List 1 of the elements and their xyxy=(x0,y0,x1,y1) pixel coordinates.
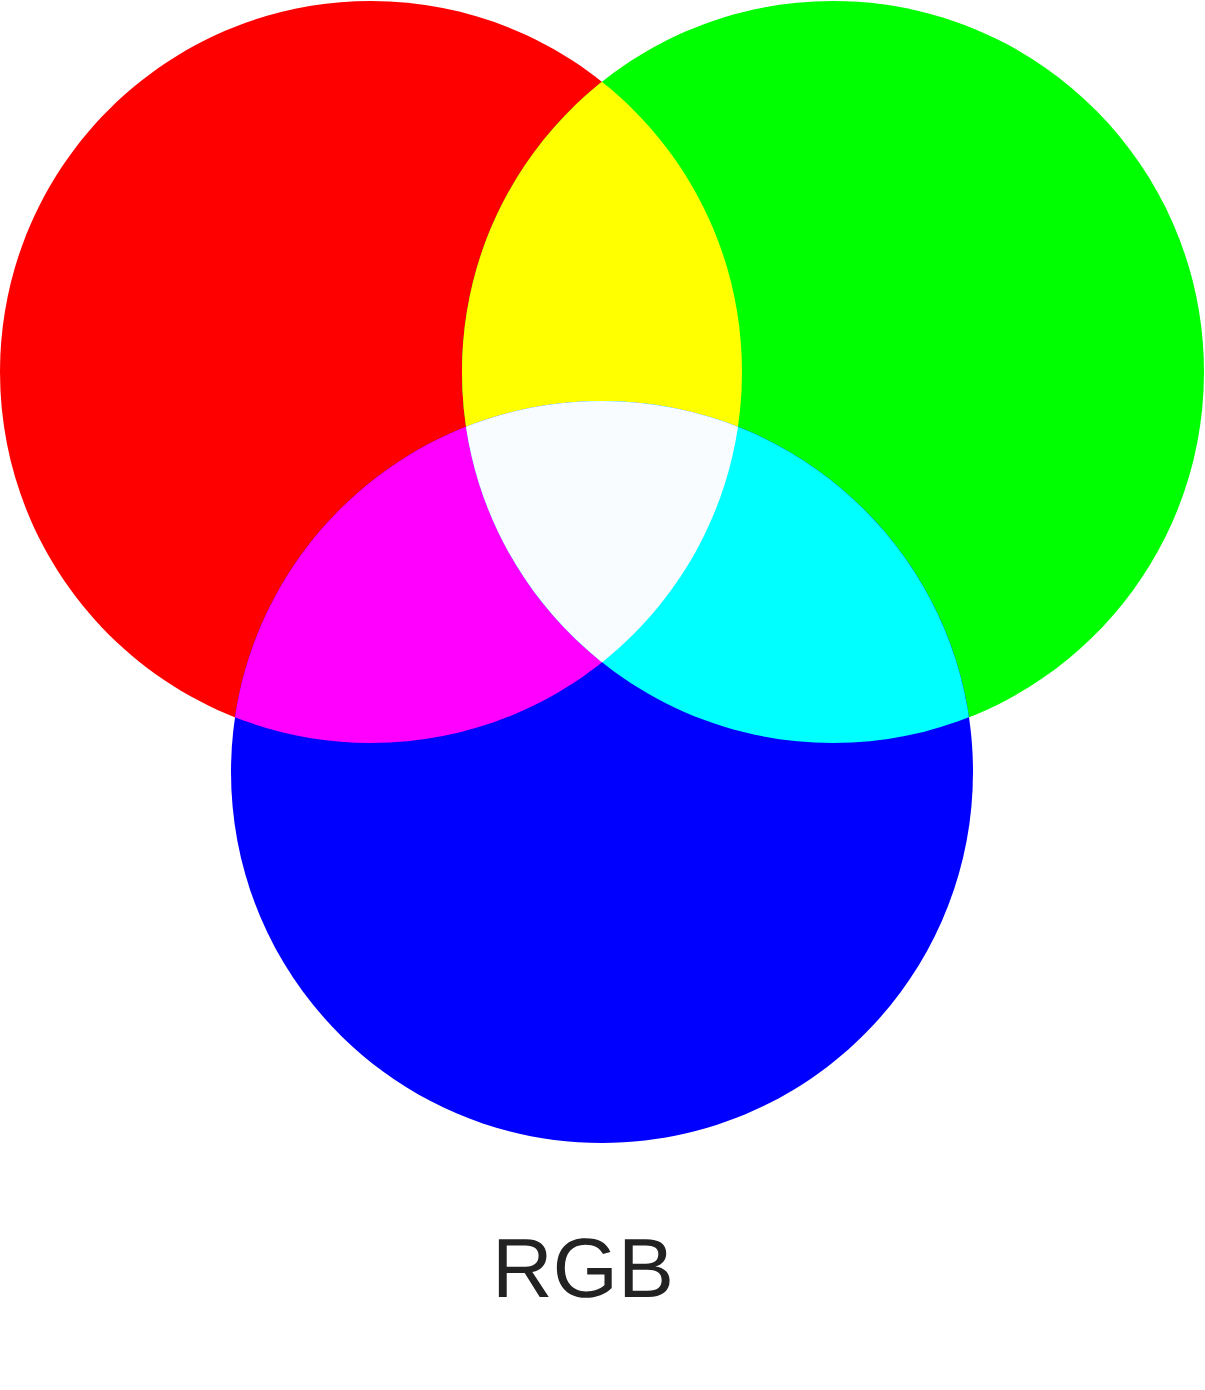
title: RGB xyxy=(498,1238,670,1298)
